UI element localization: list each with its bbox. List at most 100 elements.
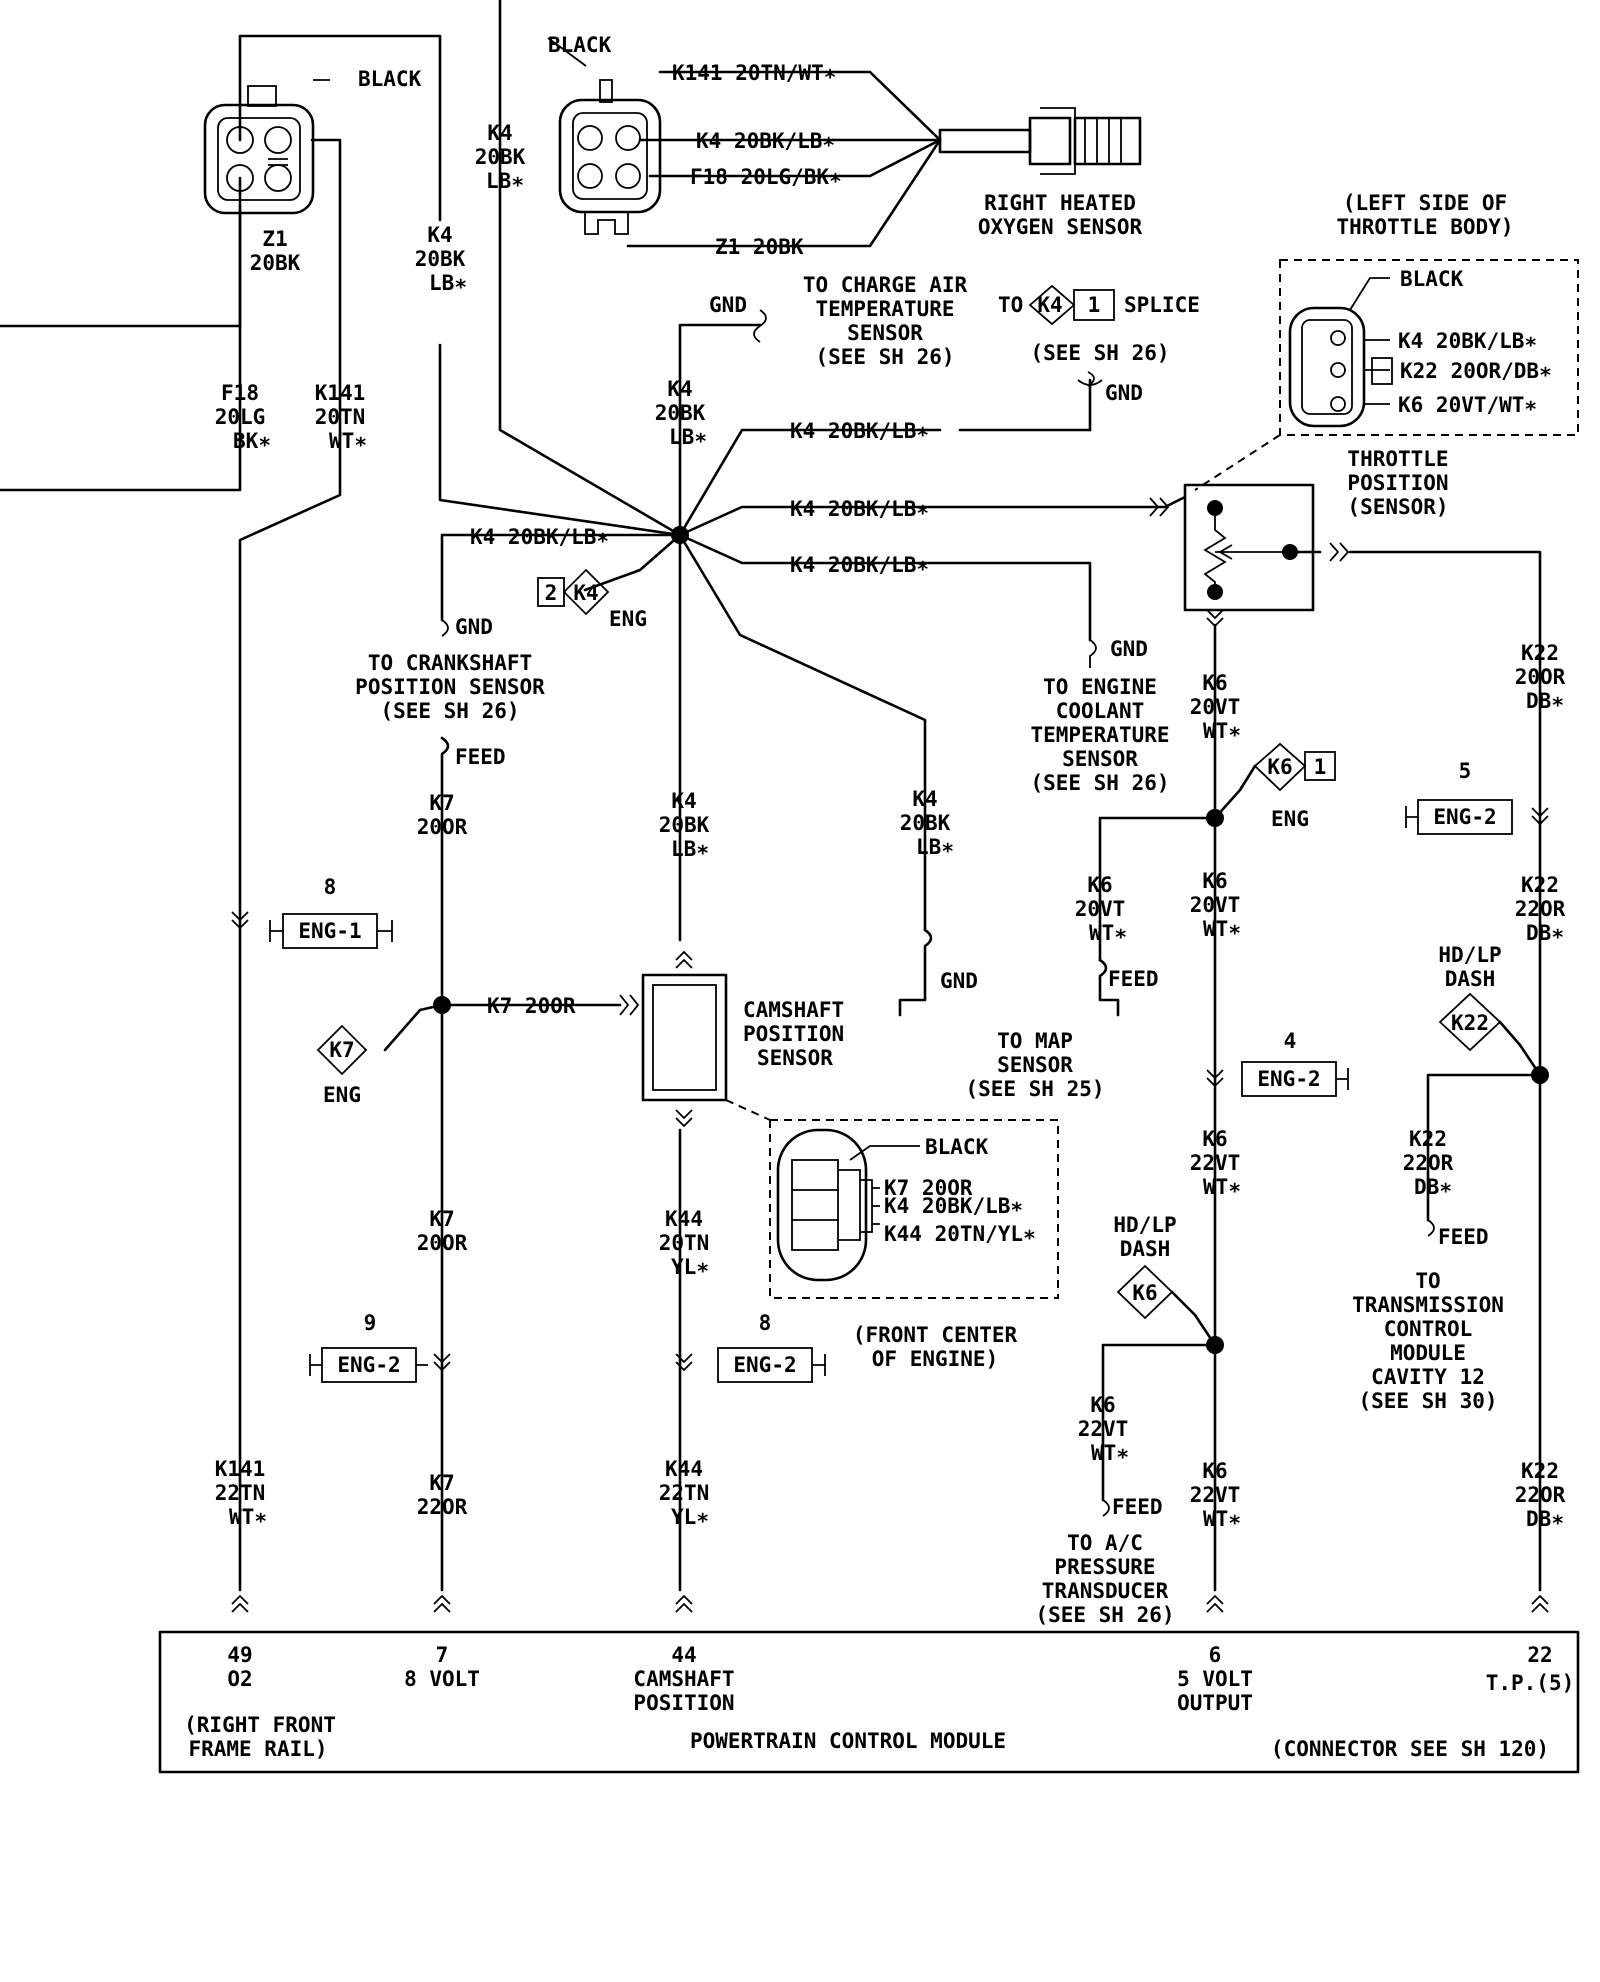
throttle-connector-box: [1279, 259, 1579, 436]
k44-b-gauge: 22TN: [659, 1481, 710, 1505]
eng-k6-label: ENG: [1271, 807, 1309, 831]
cam-name-3: SENSOR: [757, 1046, 833, 1070]
k22-a-stripe: DB∗: [1526, 689, 1564, 713]
k7-b-id: K7: [429, 1207, 454, 1231]
k4-mid-b-stripe: LB∗: [916, 835, 954, 859]
k141-label: K141: [315, 381, 366, 405]
charge-air-text-1: TO CHARGE AIR: [803, 273, 968, 297]
charge-air-gnd: GND: [709, 293, 747, 317]
map-text-1: TO MAP: [997, 1029, 1073, 1053]
coolant-text-3: TEMPERATURE: [1030, 723, 1169, 747]
eng-k7-label: ENG: [323, 1083, 361, 1107]
cam-pin-k44: K44 20TN/YL∗: [884, 1222, 1036, 1246]
splice-id: K4: [1037, 293, 1062, 317]
k7-c-gauge: 22OR: [417, 1495, 468, 1519]
k4-mid-a-gauge: 20BK: [659, 813, 710, 837]
tcm-text-6: (SEE SH 30): [1358, 1389, 1497, 1413]
pcm-pin-6-text-2: OUTPUT: [1177, 1691, 1253, 1715]
pcm-pin-44-num: 44: [671, 1643, 696, 1667]
k22-b-stripe: DB∗: [1526, 921, 1564, 945]
crank-gnd: GND: [455, 615, 493, 639]
hdlp-k22-label-1: HD/LP: [1438, 943, 1501, 967]
k6-a-stripe: WT∗: [1203, 719, 1241, 743]
camshaft-position-sensor: [641, 951, 728, 1127]
eng2-4-num: 4: [1284, 1029, 1297, 1053]
k4-center-id: K4: [667, 377, 692, 401]
hub-line-3: K4 20BK/LB∗: [790, 553, 929, 577]
k7-a-gauge: 20OR: [417, 815, 468, 839]
cam-pin-k7: K7 20OR: [884, 1176, 973, 1200]
splice-to: TO: [998, 293, 1023, 317]
k4-top-b-id: K4: [427, 223, 452, 247]
k141-stripe: WT∗: [329, 429, 367, 453]
k141-gauge: 20TN: [315, 405, 366, 429]
pcm-connector-ref: (CONNECTOR SEE SH 120): [1271, 1737, 1549, 1761]
cam-name-2: POSITION: [743, 1022, 844, 1046]
k6-a-gauge: 20VT: [1190, 695, 1241, 719]
k44-b-id: K44: [665, 1457, 703, 1481]
splice-word: SPLICE: [1124, 293, 1200, 317]
z1-label: Z1: [262, 227, 287, 251]
coolant-text-5: (SEE SH 26): [1030, 771, 1169, 795]
k6-c-gauge: 20VT: [1190, 893, 1241, 917]
hdlp-k22-label-2: DASH: [1445, 967, 1496, 991]
crank-text-3: (SEE SH 26): [380, 699, 519, 723]
k6-e-gauge: 22VT: [1078, 1417, 1129, 1441]
eng1-label: ENG-1: [298, 919, 361, 943]
o2-connector-color: BLACK: [358, 67, 422, 91]
coolant-text-4: SENSOR: [1062, 747, 1138, 771]
eng2-9-label: ENG-2: [337, 1353, 400, 1377]
pcm-pin-49-num: 49: [227, 1643, 252, 1667]
k22-c-id: K22: [1409, 1127, 1447, 1151]
map-gnd: GND: [940, 969, 978, 993]
k141-b-id: K141: [215, 1457, 266, 1481]
hdlp-k6-id: K6: [1132, 1281, 1157, 1305]
k4-mid-b-id: K4: [912, 787, 937, 811]
k44-a-id: K44: [665, 1207, 703, 1231]
throttle-title-1: (LEFT SIDE OF: [1343, 191, 1507, 215]
f18-gauge: 20LG: [215, 405, 266, 429]
crank-text-1: TO CRANKSHAFT: [368, 651, 532, 675]
k4-mid-b-gauge: 20BK: [900, 811, 951, 835]
o2-pin-k141: K141 20TN/WT∗: [672, 61, 836, 85]
coolant-text-1: TO ENGINE: [1043, 675, 1157, 699]
eng-k7-id: K7: [329, 1038, 354, 1062]
pcm-pin-44-text-1: CAMSHAFT: [633, 1667, 734, 1691]
charge-air-text-3: SENSOR: [847, 321, 923, 345]
charge-air-text-4: (SEE SH 26): [815, 345, 954, 369]
o2-sensor-color: BLACK: [548, 33, 612, 57]
k7-a-id: K7: [429, 791, 454, 815]
ac-feed: FEED: [1112, 1495, 1163, 1519]
k141-b-gauge: 22TN: [215, 1481, 266, 1505]
throttle-pin-k4: K4 20BK/LB∗: [1398, 329, 1537, 353]
hub-line-4: K4 20BK/LB∗: [470, 525, 609, 549]
k44-a-stripe: YL∗: [671, 1255, 709, 1279]
eng-k6-id: K6: [1267, 755, 1292, 779]
k7-b-gauge: 20OR: [417, 1231, 468, 1255]
cam-loc-1: (FRONT CENTER: [853, 1323, 1018, 1347]
pcm-loc-2: FRAME RAIL): [188, 1737, 327, 1761]
oxygen-sensor-wires: [626, 70, 942, 248]
eng2-5-label: ENG-2: [1433, 805, 1496, 829]
o2-sensor-name-2: OXYGEN SENSOR: [978, 215, 1143, 239]
k44-a-gauge: 20TN: [659, 1231, 710, 1255]
throttle-position-sensor: [1149, 483, 1315, 627]
powertrain-control-module: [158, 1630, 1580, 1774]
map-text-2: SENSOR: [997, 1053, 1073, 1077]
o2-connector-wires: [0, 0, 682, 1592]
k6-e-id: K6: [1090, 1393, 1115, 1417]
throttle-harness-connector: [1288, 277, 1393, 428]
throttle-title-2: THROTTLE BODY): [1336, 215, 1513, 239]
k4-top-a-gauge: 20BK: [475, 145, 526, 169]
k141-b-stripe: WT∗: [229, 1505, 267, 1529]
k6-d-id: K6: [1202, 1127, 1227, 1151]
pcm-pin-6-num: 6: [1209, 1643, 1222, 1667]
k6-a-id: K6: [1202, 671, 1227, 695]
k6-e-stripe: WT∗: [1091, 1441, 1129, 1465]
k6-f-stripe: WT∗: [1203, 1507, 1241, 1531]
k22-d-gauge: 22OR: [1515, 1483, 1566, 1507]
k22-c-gauge: 22OR: [1403, 1151, 1454, 1175]
hub-line-2: K4 20BK/LB∗: [790, 497, 929, 521]
pcm-pin-7-text: 8 VOLT: [404, 1667, 480, 1691]
splice-gnd: GND: [1105, 381, 1143, 405]
